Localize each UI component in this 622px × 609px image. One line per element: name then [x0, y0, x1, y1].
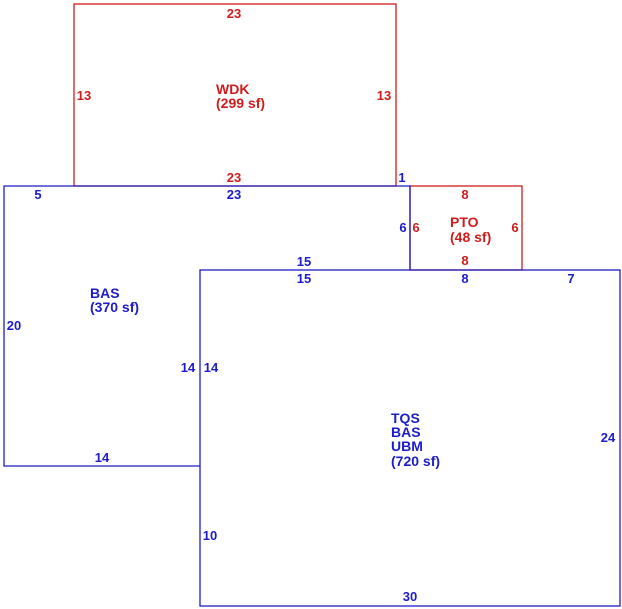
- bas-name: BAS: [90, 285, 120, 301]
- main-label-line3: UBM: [391, 438, 423, 454]
- main-area: (720 sf): [391, 453, 440, 469]
- main-label-line2: BAS: [391, 424, 421, 440]
- bas-area: (370 sf): [90, 299, 139, 315]
- wdk-left-dim: 13: [77, 88, 91, 103]
- pto-right-dim: 6: [511, 220, 518, 235]
- main-bottom-dim: 30: [403, 589, 417, 604]
- main-left-lower-dim: 10: [203, 528, 217, 543]
- wdk-bottom-dim: 23: [227, 170, 241, 185]
- main-outline: [199, 269, 621, 607]
- main-left-upper-dim: 14: [204, 360, 219, 375]
- bas-top-dim: 23: [227, 187, 241, 202]
- main-label-line1: TQS: [391, 410, 420, 426]
- bas-bottom-dim: 14: [95, 450, 110, 465]
- bas-right-upper-dim: 6: [399, 220, 406, 235]
- wdk-area: (299 sf): [216, 95, 265, 111]
- main-top-c-dim: 7: [567, 271, 574, 286]
- bas-right-step-dim: 1: [398, 170, 405, 185]
- pto-left-dim: 6: [412, 220, 419, 235]
- pto-bottom-dim: 8: [461, 253, 468, 268]
- bas-left-dim: 20: [7, 318, 21, 333]
- pto-area: (48 sf): [450, 229, 491, 245]
- main-top-b-dim: 8: [461, 271, 468, 286]
- bas-step-dim: 15: [297, 254, 311, 269]
- pto-top-dim: 8: [461, 187, 468, 202]
- pto-name: PTO: [450, 214, 479, 230]
- wdk-right-dim: 13: [377, 88, 391, 103]
- bas-top-left-dim: 5: [34, 187, 41, 202]
- wdk-name: WDK: [216, 81, 249, 97]
- bas-outline: [3, 185, 411, 467]
- wdk-top-dim: 23: [227, 6, 241, 21]
- bas-inner-dim: 14: [181, 360, 196, 375]
- main-right-dim: 24: [601, 430, 616, 445]
- main-top-a-dim: 15: [297, 271, 311, 286]
